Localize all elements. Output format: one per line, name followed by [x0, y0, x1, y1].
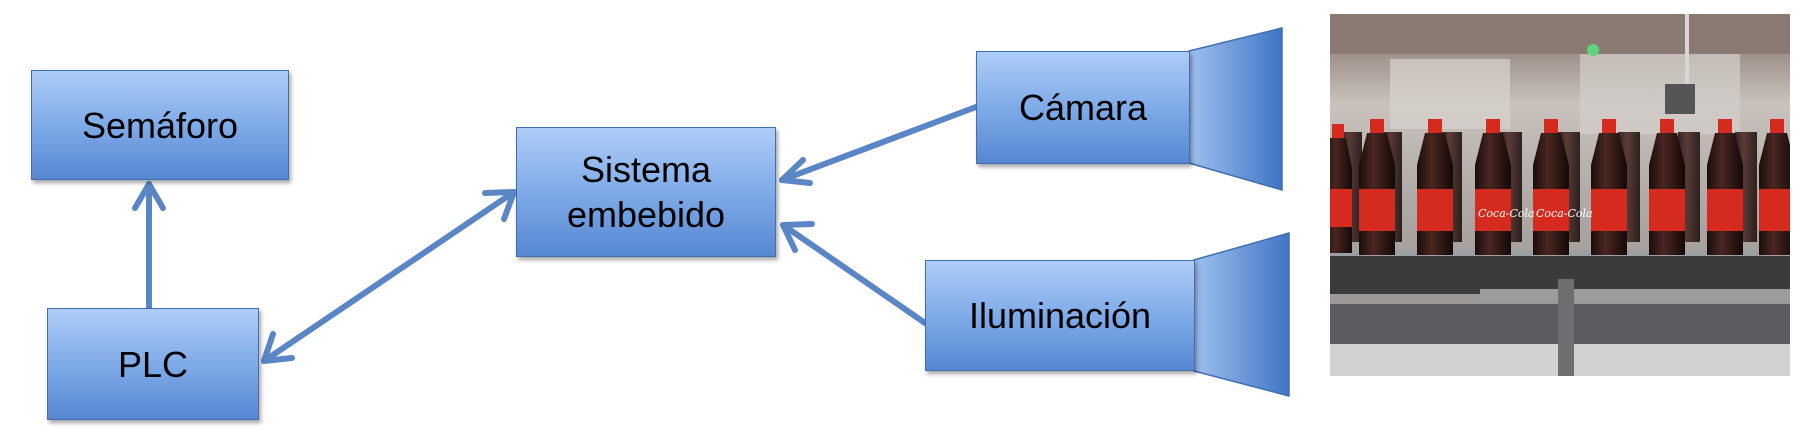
- camara-lens-shape: [1188, 27, 1283, 191]
- arrow-iluminacion-to-sistema: [780, 222, 928, 326]
- arrowhead-from-iluminacion: [780, 221, 815, 253]
- arrow-camara-to-sistema: [779, 104, 979, 183]
- arrowhead-semaforo: [132, 181, 166, 211]
- arrowhead-from-camara: [779, 157, 813, 186]
- bottling-line-illustration: Coca-Cola Coca-Cola: [1330, 14, 1790, 376]
- node-plc: PLC: [47, 308, 259, 420]
- node-semaforo-label: Semáforo: [81, 104, 239, 146]
- svg-text:Coca-Cola: Coca-Cola: [1478, 207, 1535, 220]
- node-iluminacion-label: Iluminación: [968, 295, 1152, 336]
- arrowhead-sistema-left: [482, 189, 517, 222]
- iluminacion-lamp-shape: [1193, 232, 1290, 397]
- arrow-plc-sistema: [261, 189, 517, 364]
- node-semaforo: Semáforo: [31, 70, 289, 180]
- node-sistema-label: Sistema embebido: [566, 149, 726, 235]
- node-sistema-embebido: Sistema embebido: [516, 127, 776, 257]
- node-camara-label: Cámara: [1018, 87, 1148, 128]
- node-iluminacion: Iluminación: [925, 260, 1195, 371]
- bottling-line-photo: Coca-Cola Coca-Cola: [1330, 14, 1790, 376]
- bottle-label-text: Coca-Cola Coca-Cola: [1478, 207, 1593, 220]
- node-camara: Cámara: [976, 51, 1190, 164]
- bottles-row: Coca-Cola Coca-Cola: [1330, 119, 1790, 255]
- arrowhead-plc: [261, 331, 295, 364]
- svg-text:Coca-Cola: Coca-Cola: [1536, 207, 1593, 220]
- node-plc-label: PLC: [117, 343, 189, 385]
